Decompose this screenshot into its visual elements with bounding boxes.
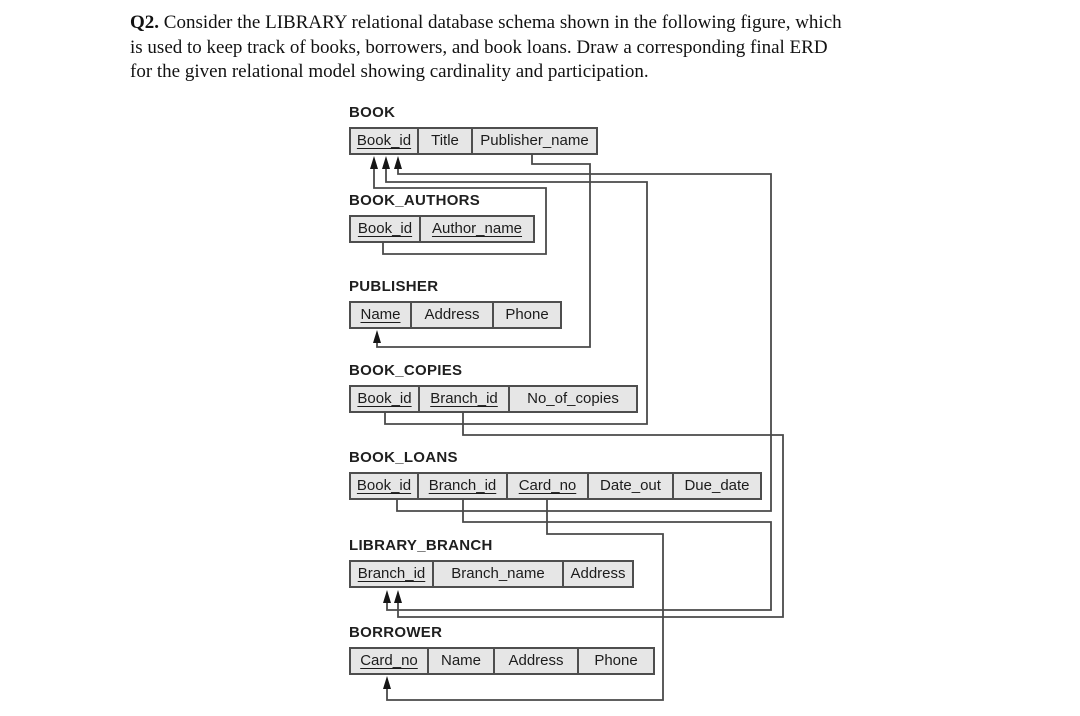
column-cell: Date_out bbox=[589, 474, 674, 498]
question-line-text: Consider the LIBRARY relational database… bbox=[163, 12, 842, 33]
table-book-loans: BOOK_LOANS Book_id Branch_id Card_no Dat… bbox=[349, 450, 762, 500]
column-cell: Address bbox=[570, 565, 626, 582]
column-cell: No_of_copies bbox=[527, 390, 619, 407]
column-cell: Phone bbox=[505, 306, 549, 323]
table-title: BORROWER bbox=[349, 624, 443, 641]
question-line: Q2. Consider the LIBRARY relational data… bbox=[130, 11, 966, 36]
arrowhead-icon bbox=[383, 590, 391, 603]
arrowhead-icon bbox=[373, 330, 381, 343]
table-title: BOOK bbox=[349, 104, 396, 121]
column-cell: Address bbox=[495, 649, 579, 673]
column-cell: Branch_name bbox=[434, 562, 564, 586]
question-text: Q2. Consider the LIBRARY relational data… bbox=[130, 11, 966, 85]
column-cell: Branch_id bbox=[420, 387, 510, 411]
table-title: BOOK_COPIES bbox=[349, 362, 463, 379]
column-cell: Card_no bbox=[351, 649, 429, 673]
table-title: LIBRARY_BRANCH bbox=[349, 537, 493, 554]
question-line: is used to keep track of books, borrower… bbox=[130, 36, 828, 58]
table-library-branch: LIBRARY_BRANCH Branch_id Branch_name Add… bbox=[349, 538, 634, 588]
column-cell: Book_id bbox=[351, 129, 419, 153]
table-book: BOOK Book_id Title Publisher_name bbox=[349, 105, 598, 155]
column-cell: Title bbox=[419, 129, 473, 153]
column-cell: Name bbox=[429, 649, 495, 673]
arrowhead-icon bbox=[382, 156, 390, 169]
table-header-row: Book_id Author_name bbox=[349, 215, 535, 243]
table-header-row: Book_id Branch_id No_of_copies bbox=[349, 385, 638, 413]
column-cell: Author_name bbox=[431, 220, 523, 237]
arrowhead-icon bbox=[370, 156, 378, 169]
column-cell: Book_id bbox=[351, 474, 419, 498]
table-header-row: Book_id Branch_id Card_no Date_out Due_d… bbox=[349, 472, 762, 500]
table-header-row: Name Address Phone bbox=[349, 301, 562, 329]
column-cell: Name bbox=[351, 303, 412, 327]
column-cell: Publisher_name bbox=[480, 132, 589, 149]
table-header-row: Book_id Title Publisher_name bbox=[349, 127, 598, 155]
table-header-row: Card_no Name Address Phone bbox=[349, 647, 655, 675]
arrowhead-icon bbox=[383, 676, 391, 689]
arrowhead-icon bbox=[394, 156, 402, 169]
column-cell: Due_date bbox=[684, 477, 750, 494]
table-book-copies: BOOK_COPIES Book_id Branch_id No_of_copi… bbox=[349, 363, 638, 413]
column-cell: Branch_id bbox=[351, 562, 434, 586]
column-cell: Book_id bbox=[351, 217, 421, 241]
table-borrower: BORROWER Card_no Name Address Phone bbox=[349, 625, 655, 675]
arrowhead-icon bbox=[394, 590, 402, 603]
table-title: PUBLISHER bbox=[349, 278, 439, 295]
table-publisher: PUBLISHER Name Address Phone bbox=[349, 279, 562, 329]
table-title: BOOK_AUTHORS bbox=[349, 192, 481, 209]
table-book-authors: BOOK_AUTHORS Book_id Author_name bbox=[349, 193, 535, 243]
column-cell: Book_id bbox=[351, 387, 420, 411]
table-header-row: Branch_id Branch_name Address bbox=[349, 560, 634, 588]
column-cell: Phone bbox=[594, 652, 638, 669]
question-number: Q2. bbox=[130, 12, 160, 33]
column-cell: Card_no bbox=[508, 474, 589, 498]
column-cell: Address bbox=[412, 303, 494, 327]
column-cell: Branch_id bbox=[419, 474, 508, 498]
question-line: for the given relational model showing c… bbox=[130, 61, 649, 82]
table-title: BOOK_LOANS bbox=[349, 449, 458, 466]
